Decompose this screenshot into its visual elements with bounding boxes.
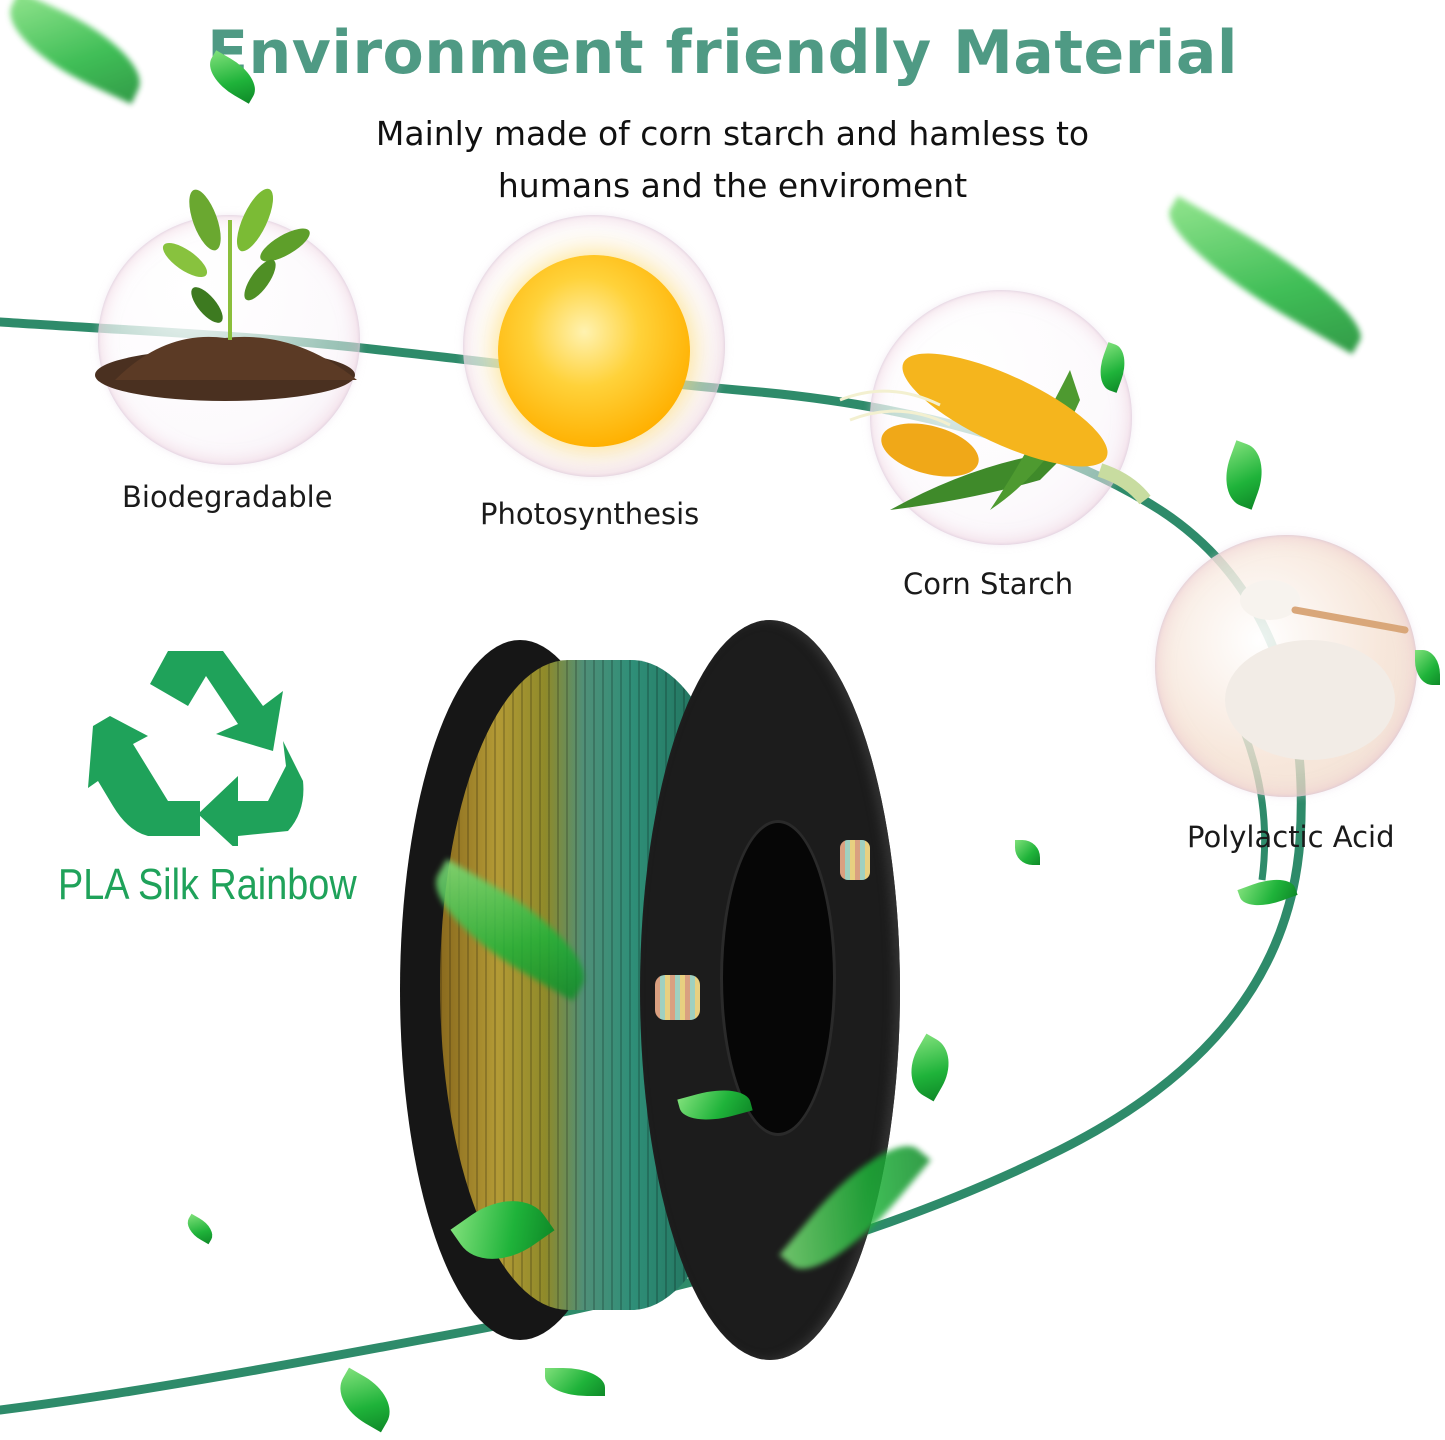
pla-pellets-icon xyxy=(1225,580,1409,760)
spool-window-1 xyxy=(655,975,700,1020)
sun-icon xyxy=(498,255,690,447)
filament-spool xyxy=(400,620,900,1360)
feature-label-photosynthesis: Photosynthesis xyxy=(480,497,700,531)
recycle-icon xyxy=(88,651,304,846)
spool-hub xyxy=(720,820,836,1136)
corn-icon xyxy=(839,353,1151,510)
page-title: Environment friendly Material xyxy=(207,18,1238,88)
subtitle-line-1: Mainly made of corn starch and hamless t… xyxy=(375,114,1090,153)
feature-label-polylactic-acid: Polylactic Acid xyxy=(1187,820,1395,854)
feature-label-biodegradable: Biodegradable xyxy=(122,480,333,514)
subtitle-line-2: humans and the enviroment xyxy=(497,166,968,205)
product-name: PLA Silk Rainbow xyxy=(58,860,357,909)
feature-label-corn-starch: Corn Starch xyxy=(903,567,1074,601)
spool-window-2 xyxy=(840,840,870,880)
plant-in-soil-icon xyxy=(95,188,357,401)
